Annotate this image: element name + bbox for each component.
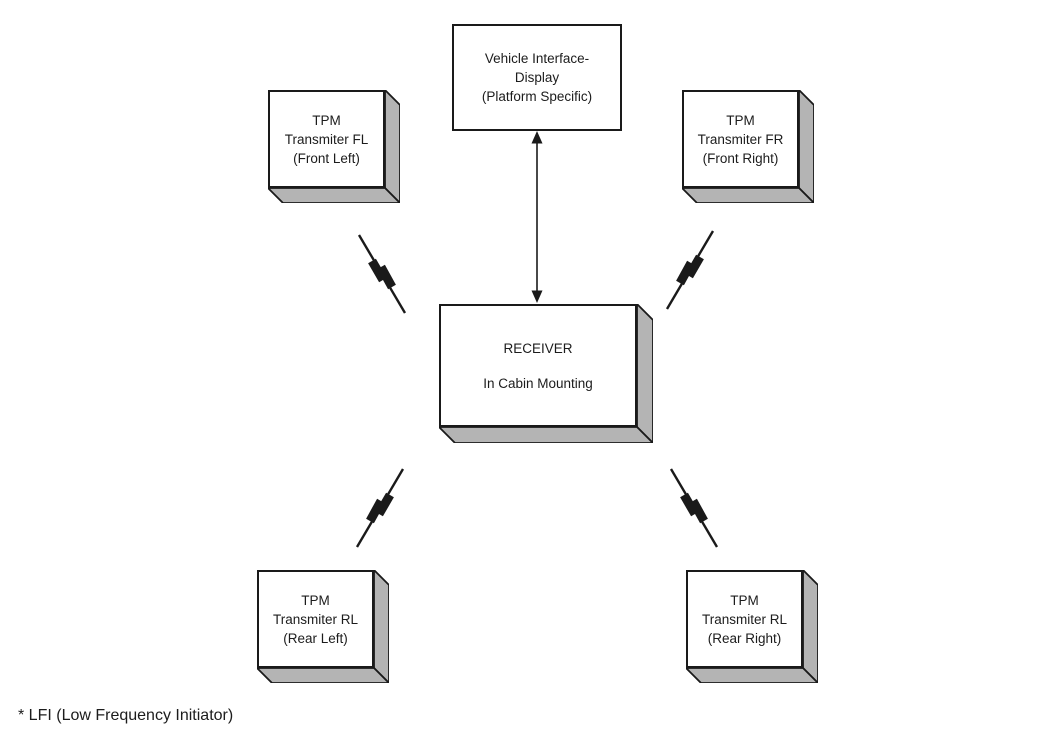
tpm-rear-left-box: TPM Transmiter RL (Rear Left) — [257, 570, 389, 683]
lightning-rear-right-icon — [669, 467, 719, 549]
tpm-front-right-box: TPM Transmiter FR (Front Right) — [682, 90, 814, 203]
receiver-box: RECEIVER In Cabin Mounting — [439, 304, 653, 443]
vehicle-interface-label-line3: (Platform Specific) — [481, 89, 593, 104]
tpm-rear-right-box: TPM Transmiter RL (Rear Right) — [686, 570, 818, 683]
vehicle-interface-label-line1: Vehicle Interface- — [484, 51, 590, 66]
tpm-rear-right-3d-shape — [686, 570, 818, 683]
lfi-footnote: * LFI (Low Frequency Initiator) — [18, 707, 234, 724]
lightning-front-right-icon — [665, 229, 715, 311]
vehicle-interface-display-box: Vehicle Interface- Display (Platform Spe… — [452, 24, 622, 131]
tpm-front-right-3d-shape — [682, 90, 814, 203]
tpm-front-right-label: TPM Transmiter FR (Front Right) — [697, 112, 784, 166]
tpm-front-left-box: TPM Transmiter FL (Front Left) — [268, 90, 400, 203]
lightning-rear-left-icon — [355, 467, 405, 549]
tpm-rear-right-label: TPM Transmiter RL (Rear Right) — [701, 592, 787, 646]
vehicle-interface-label-line2: Display — [514, 70, 560, 85]
tpm-front-left-3d-shape — [268, 90, 400, 203]
receiver-3d-shape — [439, 304, 653, 443]
double-arrow-icon — [531, 131, 543, 303]
tpm-rear-left-3d-shape — [257, 570, 389, 683]
tpm-front-left-label: TPM Transmiter FL (Front Left) — [284, 112, 369, 166]
lightning-front-left-icon — [357, 233, 407, 315]
receiver-label: RECEIVER In Cabin Mounting — [483, 340, 593, 391]
tpm-rear-left-label: TPM Transmiter RL (Rear Left) — [272, 592, 358, 646]
